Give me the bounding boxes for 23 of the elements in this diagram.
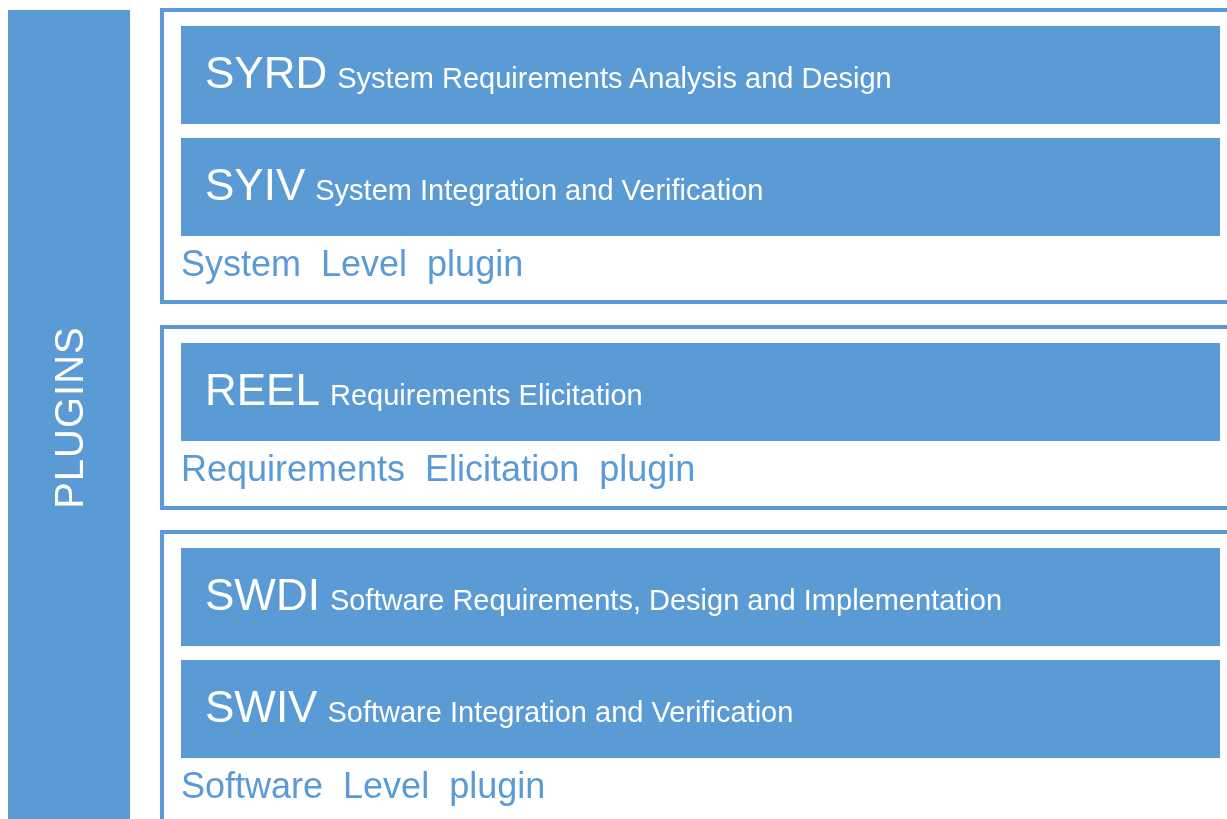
group-label: System Level plugin — [181, 244, 524, 284]
process-code: SWIV — [205, 682, 318, 732]
process-box — [181, 138, 1220, 236]
process-box — [181, 26, 1220, 124]
group-frame — [160, 530, 1227, 819]
process-code: SWDI — [205, 570, 320, 620]
process-description: Software Requirements, Design and Implementation — [329, 584, 1003, 617]
process-description: System Integration and Verification — [315, 174, 764, 207]
process-code: SYRD — [205, 48, 328, 98]
group-label: Software Level plugin — [181, 766, 546, 806]
process-box — [181, 660, 1220, 758]
process-code: REEL — [205, 365, 320, 415]
category-label: PLUGINS — [46, 326, 92, 509]
process-description: Software Integration and Verification — [327, 696, 794, 729]
process-description: Requirements Elicitation — [329, 379, 643, 412]
group-label: Requirements Elicitation plugin — [181, 449, 696, 489]
category-bar — [8, 10, 130, 819]
process-box — [181, 343, 1220, 441]
process-code: SYIV — [205, 160, 306, 210]
group-frame — [160, 8, 1227, 304]
process-description: System Requirements Analysis and Design — [337, 62, 892, 95]
process-box — [181, 548, 1220, 646]
group-frame — [160, 325, 1227, 510]
